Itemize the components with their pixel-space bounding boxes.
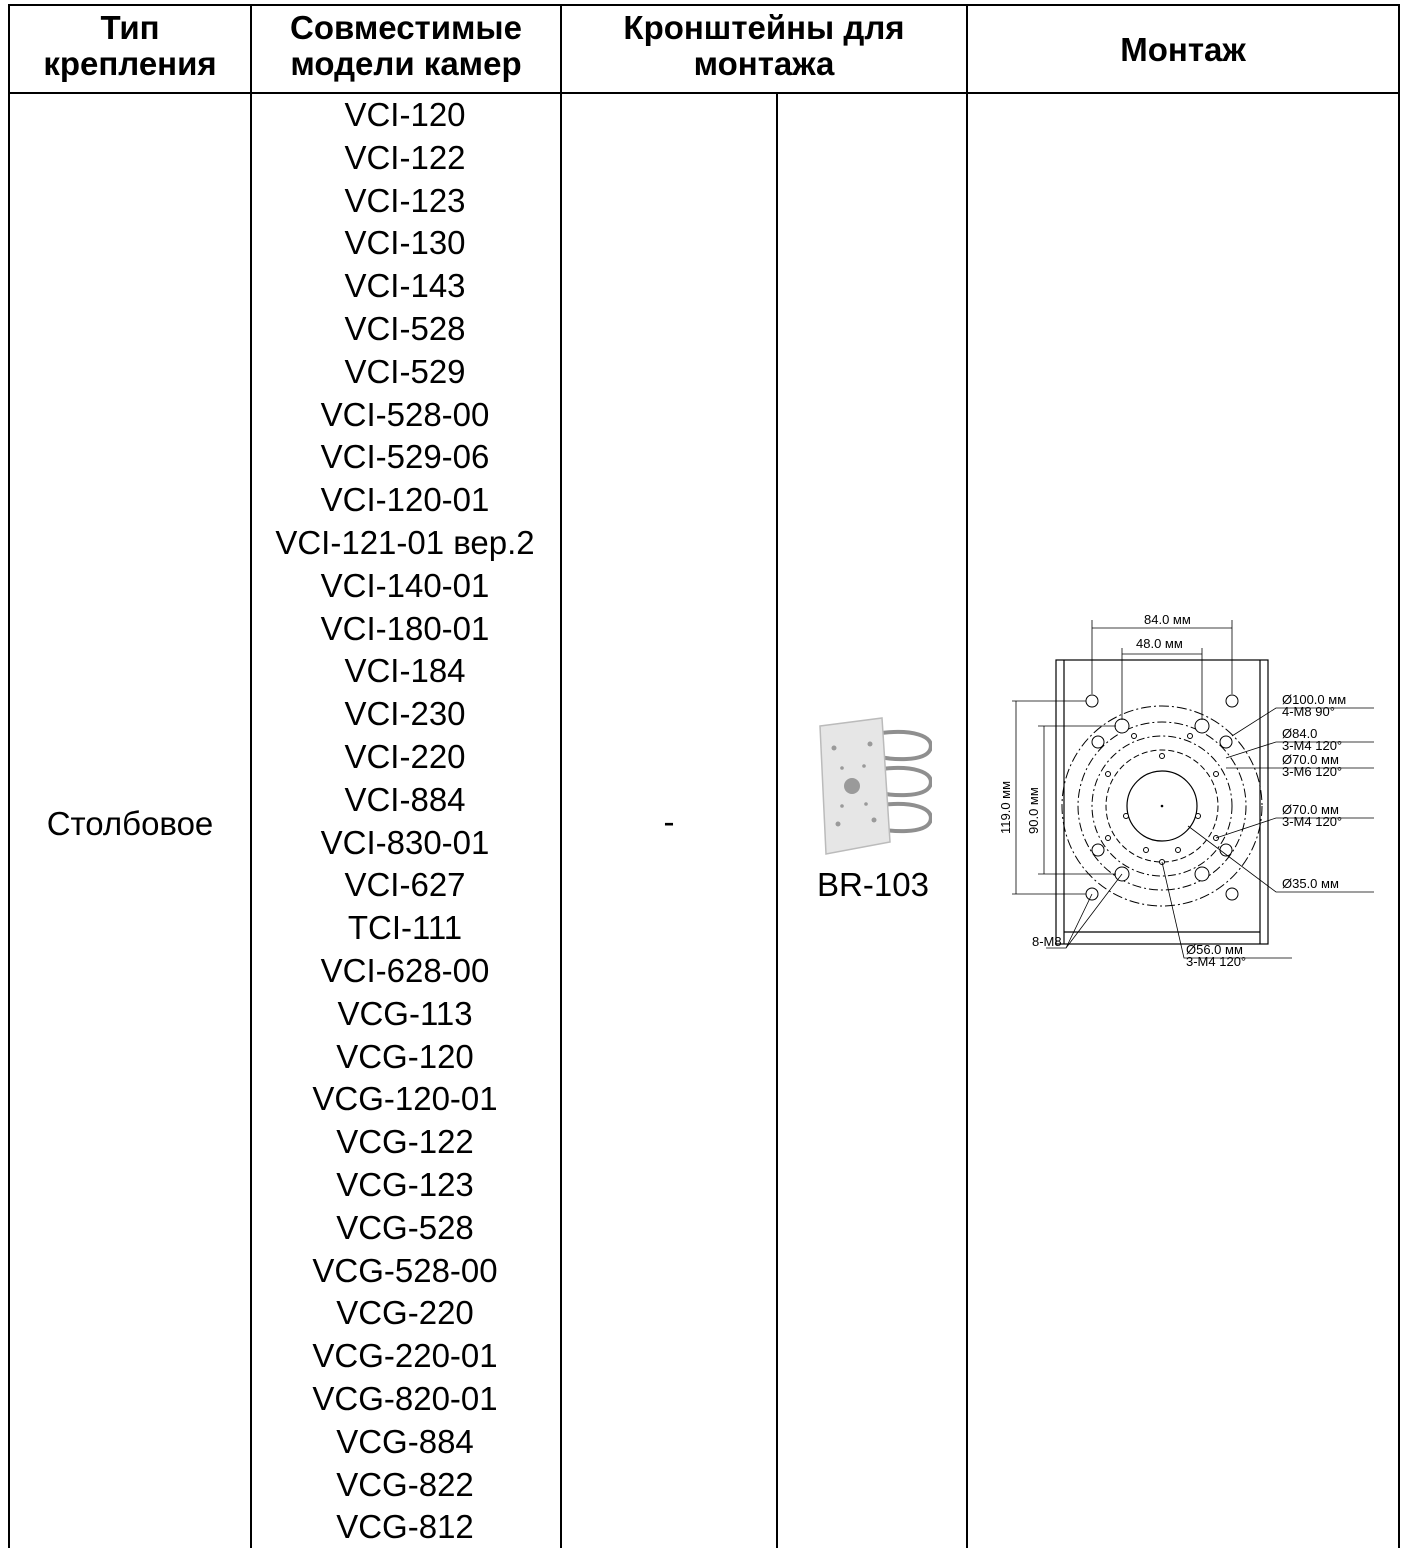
drawing-callout-1a: Ø100.0 мм (1282, 692, 1346, 707)
drawing-callout-5a: Ø35.0 мм (1282, 876, 1339, 891)
model-item: VCG-220-01 (312, 1337, 498, 1375)
model-item: VCI-830-01 (320, 823, 490, 861)
header-mounting: Монтаж (1120, 31, 1246, 68)
drawing-callout-6b: 3-M4 120° (1186, 954, 1246, 968)
model-item: VCG-820-01 (312, 1379, 498, 1417)
col-divider-1 (250, 4, 252, 1548)
drawing-callout-2a: Ø84.0 (1282, 726, 1317, 741)
bracket-dash: - (663, 803, 675, 840)
drawing-callout-1b: 4-M8 90° (1282, 704, 1335, 719)
mounting-drawing: 84.0 мм 48.0 мм 119.0 мм 90.0 мм Ø100.0 … (998, 612, 1374, 968)
drawing-callout-3a: Ø70.0 мм (1282, 752, 1339, 767)
table-right-border (1398, 4, 1400, 1548)
drawing-callout-4a: Ø70.0 мм (1282, 802, 1339, 817)
drawing-plate (1055, 659, 1269, 945)
model-item: VCI-140-01 (320, 566, 490, 604)
drawing-callout-2b: 3-M4 120° (1282, 738, 1342, 753)
model-item: VCG-822 (336, 1465, 474, 1503)
model-item: VCI-627 (344, 866, 466, 904)
model-item: VCI-884 (344, 780, 466, 818)
header-bottom-border (8, 92, 1400, 94)
model-item: VCI-529 (344, 352, 466, 390)
model-item: VCI-528 (344, 309, 466, 347)
model-item: VCI-184 (344, 652, 466, 690)
header-brackets-line1: Кронштейны для (623, 9, 905, 46)
model-item: VCI-230 (344, 695, 466, 733)
model-item: VCI-528-00 (320, 395, 490, 433)
model-item: VCI-143 (344, 267, 466, 305)
header-brackets-line2: монтажа (693, 45, 835, 82)
model-item: VCI-122 (344, 138, 466, 176)
mount-type-value: Столбовое (46, 805, 214, 842)
drawing-holes (1085, 694, 1239, 901)
bracket-clamp-bands (873, 729, 932, 834)
header-compatible-models: Совместимые модели камер (252, 10, 560, 82)
drawing-dim-119: 119.0 мм (998, 781, 1013, 834)
header-mount-type-line1: Тип (100, 9, 160, 46)
model-item: VCG-122 (336, 1123, 474, 1161)
model-item: VCI-123 (344, 181, 466, 219)
drawing-callout-6a: Ø56.0 мм (1186, 942, 1243, 957)
col-divider-bracket-sub (776, 94, 778, 1548)
model-item: VCI-180-01 (320, 609, 490, 647)
col-divider-2 (560, 4, 562, 1548)
model-item: VCI-120-01 (320, 481, 490, 519)
model-item: VCG-220 (336, 1294, 474, 1332)
table-left-border (8, 4, 10, 1548)
col-divider-3 (966, 4, 968, 1548)
model-item: VCG-120-01 (312, 1080, 498, 1118)
model-item: VCI-628-00 (320, 951, 490, 989)
drawing-dimension-lines (1012, 620, 1374, 959)
header-brackets: Кронштейны для монтажа (562, 10, 966, 82)
model-item: VCI-130 (344, 224, 466, 262)
drawing-dim-84: 84.0 мм (1144, 612, 1191, 627)
header-mount-type: Тип крепления (10, 10, 250, 82)
table-top-border (8, 4, 1400, 6)
model-item: VCI-220 (344, 737, 466, 775)
header-compatible-models-line1: Совместимые (290, 9, 522, 46)
bracket-model-label: BR-103 (817, 866, 929, 903)
header-compatible-models-line2: модели камер (290, 45, 522, 82)
model-item: VCG-113 (337, 994, 473, 1032)
model-item: VCI-120 (344, 96, 466, 133)
model-item: VCG-528-00 (312, 1251, 498, 1289)
model-item: VCG-528 (336, 1208, 474, 1246)
drawing-circles (1061, 705, 1263, 907)
model-item: VCG-884 (336, 1422, 474, 1460)
model-item: VCG-812 (336, 1508, 474, 1546)
drawing-dim-90: 90.0 мм (1026, 787, 1041, 834)
drawing-holes-label: 8-M8 (1032, 934, 1062, 949)
drawing-dim-48: 48.0 мм (1136, 636, 1183, 651)
model-item: VCI-529-06 (320, 438, 490, 476)
model-item: VCI-121-01 вер.2 (275, 523, 535, 561)
bracket-image (819, 717, 932, 855)
model-item: VCG-120 (336, 1037, 474, 1075)
header-mount-type-line2: крепления (43, 45, 217, 82)
model-item: VCG-123 (336, 1165, 474, 1203)
drawing-callout-3b: 3-M6 120° (1282, 764, 1342, 779)
model-item: TCI-111 (347, 909, 463, 947)
bracket-holes (831, 741, 877, 827)
drawing-callout-4b: 3-M4 120° (1282, 814, 1342, 829)
